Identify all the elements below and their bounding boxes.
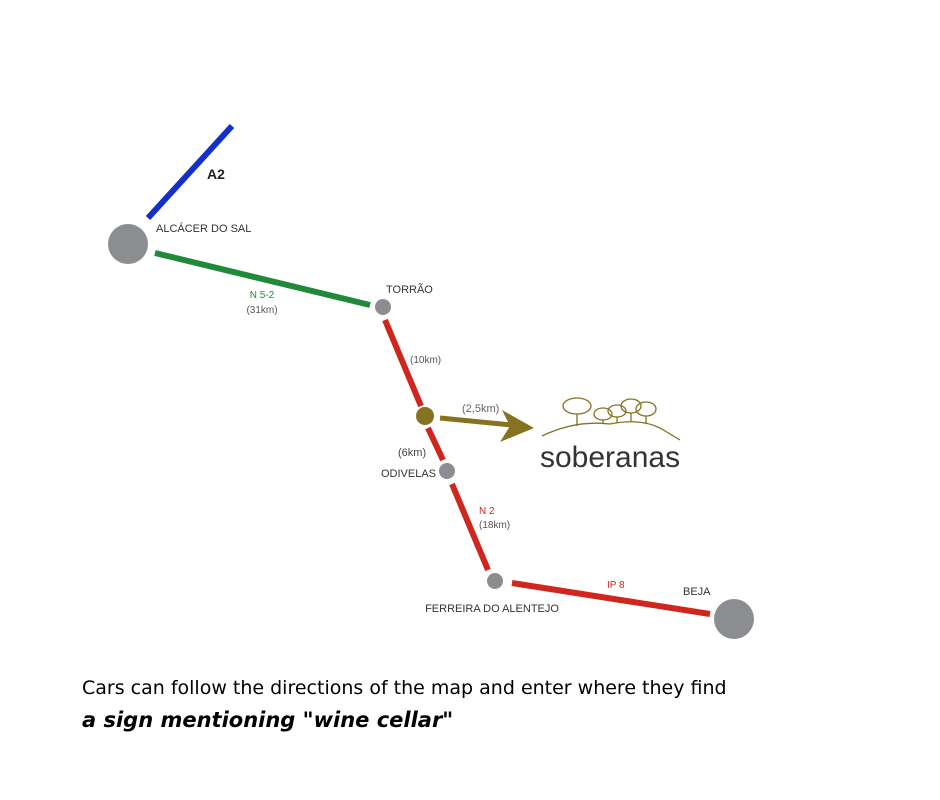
city-alcacer-marker <box>108 224 148 264</box>
winery-junction-marker <box>416 407 434 425</box>
place-label-alcacer: ALCÁCER DO SAL <box>156 222 251 235</box>
road-winery-odivelas <box>425 426 446 462</box>
distance-label-winery: (2,5km) <box>462 403 499 415</box>
city-beja-marker <box>714 599 754 639</box>
road-a2 <box>145 123 235 221</box>
place-label-beja: BEJA <box>683 586 711 598</box>
town-ferreira-marker <box>487 573 503 589</box>
distance-label-6km: (6km) <box>398 447 426 459</box>
distance-label-n2: (18km) <box>479 520 510 531</box>
soberanas-logo-text: soberanas <box>540 441 680 474</box>
distance-label-10km: (10km) <box>410 355 441 366</box>
road-label-n5-2: N 5-2 <box>250 290 275 301</box>
road-label-n2: N 2 <box>479 506 495 517</box>
road-ip8 <box>511 580 711 617</box>
town-torrao-marker <box>375 299 391 315</box>
road-label-a2: A2 <box>207 166 225 182</box>
caption-line-1: Cars can follow the directions of the ma… <box>82 677 727 699</box>
caption-line-2: a sign mentioning "wine cellar" <box>82 708 454 732</box>
town-odivelas-marker <box>439 463 455 479</box>
arrow-icon <box>439 410 534 442</box>
soberanas-trees-logo-icon <box>541 397 681 441</box>
place-label-ferreira: FERREIRA DO ALENTEJO <box>425 603 559 615</box>
place-label-odivelas: ODIVELAS <box>381 468 436 480</box>
road-label-ip8: IP 8 <box>607 580 625 591</box>
distance-label-n5-2: (31km) <box>246 305 277 316</box>
road-n2 <box>449 482 491 572</box>
road-torrao-winery <box>382 318 424 408</box>
place-label-torrao: TORRÃO <box>386 283 433 296</box>
road-n5-2 <box>154 250 371 308</box>
